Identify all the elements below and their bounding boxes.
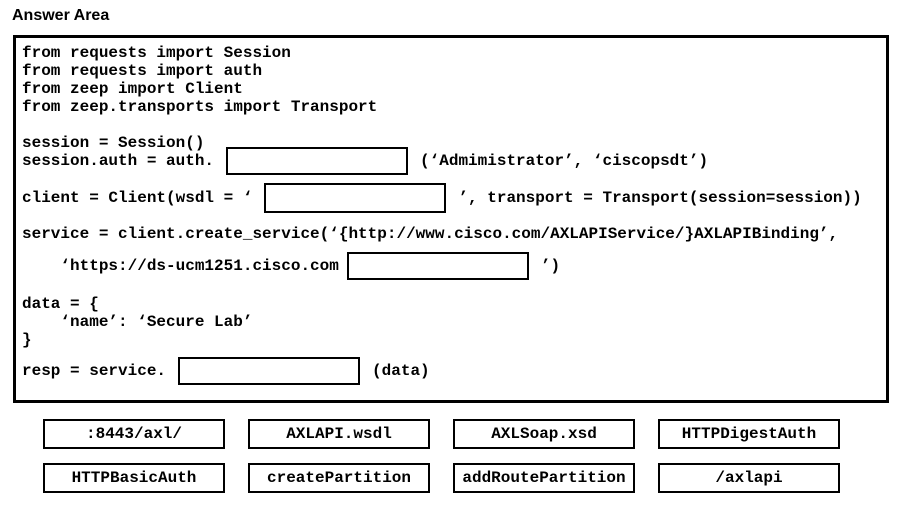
code-line-client-wsdl: client = Client(wsdl = ‘ ’, transport = …	[22, 183, 886, 213]
code-text: ’, transport = Transport(session=session…	[458, 189, 862, 207]
option-httpdigestauth[interactable]: HTTPDigestAuth	[658, 419, 840, 449]
code-text: client = Client(wsdl = ‘	[22, 189, 253, 207]
drop-zone-auth-method[interactable]	[226, 147, 409, 175]
page-title: Answer Area	[12, 7, 110, 24]
code-line-session-auth: session.auth = auth. (‘Admimistrator’, ‘…	[22, 147, 886, 175]
drop-zone-wsdl-file[interactable]	[264, 183, 447, 213]
code-text: resp = service.	[22, 362, 167, 380]
option-axlsoap-xsd[interactable]: AXLSoap.xsd	[453, 419, 635, 449]
answer-area-box: from requests import Session from reques…	[13, 35, 889, 403]
option-axlapi-wsdl[interactable]: AXLAPI.wsdl	[248, 419, 430, 449]
option-httpbasicauth[interactable]: HTTPBasicAuth	[43, 463, 225, 493]
options-grid: :8443/axl/ AXLAPI.wsdl AXLSoap.xsd HTTPD…	[43, 419, 840, 493]
code-line-create-service: service = client.create_service(‘{http:/…	[22, 225, 839, 243]
drop-zone-url-path[interactable]	[346, 252, 529, 280]
code-line-resp: resp = service. (data)	[22, 357, 886, 385]
code-line-data-open: data = {	[22, 295, 99, 313]
code-text: session.auth = auth.	[22, 152, 215, 170]
blank-line	[22, 116, 886, 134]
code-text: ’)	[540, 257, 561, 275]
code-line-service-url: ‘https://ds-ucm1251.cisco.com ’)	[22, 252, 886, 280]
code-line-data-close: }	[22, 331, 32, 349]
code-text: (data)	[372, 362, 430, 380]
drop-zone-service-method[interactable]	[178, 357, 361, 385]
code-line-import-session: from requests import Session	[22, 44, 291, 62]
code-line-import-transport: from zeep.transports import Transport	[22, 98, 378, 116]
code-line-import-client: from zeep import Client	[22, 80, 243, 98]
option-8443-axl[interactable]: :8443/axl/	[43, 419, 225, 449]
code-text: ‘https://ds-ucm1251.cisco.com	[22, 257, 339, 275]
option-axlapi-path[interactable]: /axlapi	[658, 463, 840, 493]
option-addroutepartition[interactable]: addRoutePartition	[453, 463, 635, 493]
code-text: (‘Admimistrator’, ‘ciscopsdt’)	[420, 152, 709, 170]
code-line-data-name: ‘name’: ‘Secure Lab’	[22, 313, 253, 331]
code-line-import-auth: from requests import auth	[22, 62, 263, 80]
code-line-session: session = Session()	[22, 134, 205, 152]
option-createpartition[interactable]: createPartition	[248, 463, 430, 493]
